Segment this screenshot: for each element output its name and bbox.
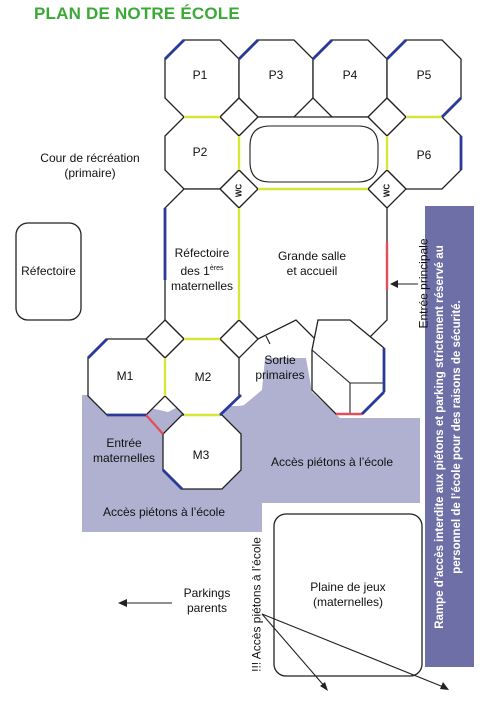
plaine-line-1: Plaine de jeux [310, 580, 386, 594]
rampe-zone [425, 206, 474, 667]
refect-mat-sup: ères [209, 265, 224, 272]
room-p5-label: P5 [416, 68, 432, 82]
wc-right-label: WC [382, 183, 392, 198]
cour-line-1: Cour de récréation [40, 151, 140, 165]
entree-mat-line-2: maternelles [92, 451, 156, 465]
refect-mat-line-2: des 1 [180, 264, 210, 278]
central-corridor-inner [249, 125, 379, 183]
plaine-de-jeux-label: Plaine de jeux (maternelles) [280, 580, 416, 610]
grande-salle-label: Grande salle et accueil [262, 249, 362, 279]
entree-mat-line-1: Entrée [106, 436, 142, 450]
cour-line-2: (primaire) [64, 166, 116, 180]
grande-salle-line-2: et accueil [286, 264, 338, 278]
plaine-line-2: (maternelles) [312, 595, 384, 609]
rampe-notice: Rampe d’accès interdite aux piétons et p… [432, 209, 466, 665]
room-p2-label: P2 [192, 145, 208, 159]
room-m1-label: M1 [116, 369, 134, 383]
room-m3-label: M3 [192, 448, 210, 462]
grande-salle-line-1: Grande salle [277, 249, 347, 263]
room-p3-label: P3 [268, 68, 284, 82]
parkings-arrow [118, 599, 172, 607]
plaine-de-jeux [273, 513, 423, 677]
rampe-line-1: Rampe d’accès interdite aux piétons et p… [434, 245, 446, 629]
wall-accents [87, 39, 463, 490]
acces-pietons-right-label: Accès piétons à l’école [270, 455, 394, 469]
room-m2-label: M2 [194, 370, 212, 384]
entree-principale-label: Entrée principale [416, 238, 431, 329]
parkings-line-2: parents [186, 601, 228, 615]
rampe-line-2: personnel de l’école pour des raisons de… [451, 300, 463, 574]
parkings-line-1: Parkings [183, 586, 231, 600]
sortie-primaires-label: Sortie primaires [250, 353, 310, 383]
room-p1-label: P1 [192, 68, 208, 82]
refect-mat-line-1: Réfectoire [174, 246, 230, 260]
room-p6-label: P6 [416, 148, 432, 162]
entree-principale-arrow [390, 280, 418, 288]
refectoire-label: Réfectoire [21, 264, 76, 278]
parkings-parents-label: Parkings parents [176, 586, 238, 616]
acces-pietons-bottom-label: Accès piétons à l’école [102, 505, 226, 519]
wc-left-label: WC [234, 183, 244, 198]
cour-recreation-label: Cour de récréation (primaire) [30, 151, 150, 181]
acces-pietons-zone [82, 358, 420, 532]
refectoire-maternelles-label: Réfectoire des 1ères maternelles [160, 246, 244, 294]
sortie-arrow [265, 335, 271, 345]
room-m3 [162, 414, 242, 490]
room-p4-label: P4 [342, 68, 358, 82]
page-title: PLAN DE NOTRE ÉCOLE [34, 4, 240, 23]
sortie-line-1: Sortie [264, 353, 296, 367]
sortie-line-2: primaires [255, 368, 305, 382]
room-refectoire [15, 222, 82, 321]
acces-pointer-lines [261, 613, 449, 691]
entree-maternelles-label: Entrée maternelles [86, 436, 162, 466]
refect-mat-line-3: maternelles [170, 279, 234, 293]
acces-pietons-vertical-label: !!! Accès piétons à l’école [249, 537, 264, 672]
